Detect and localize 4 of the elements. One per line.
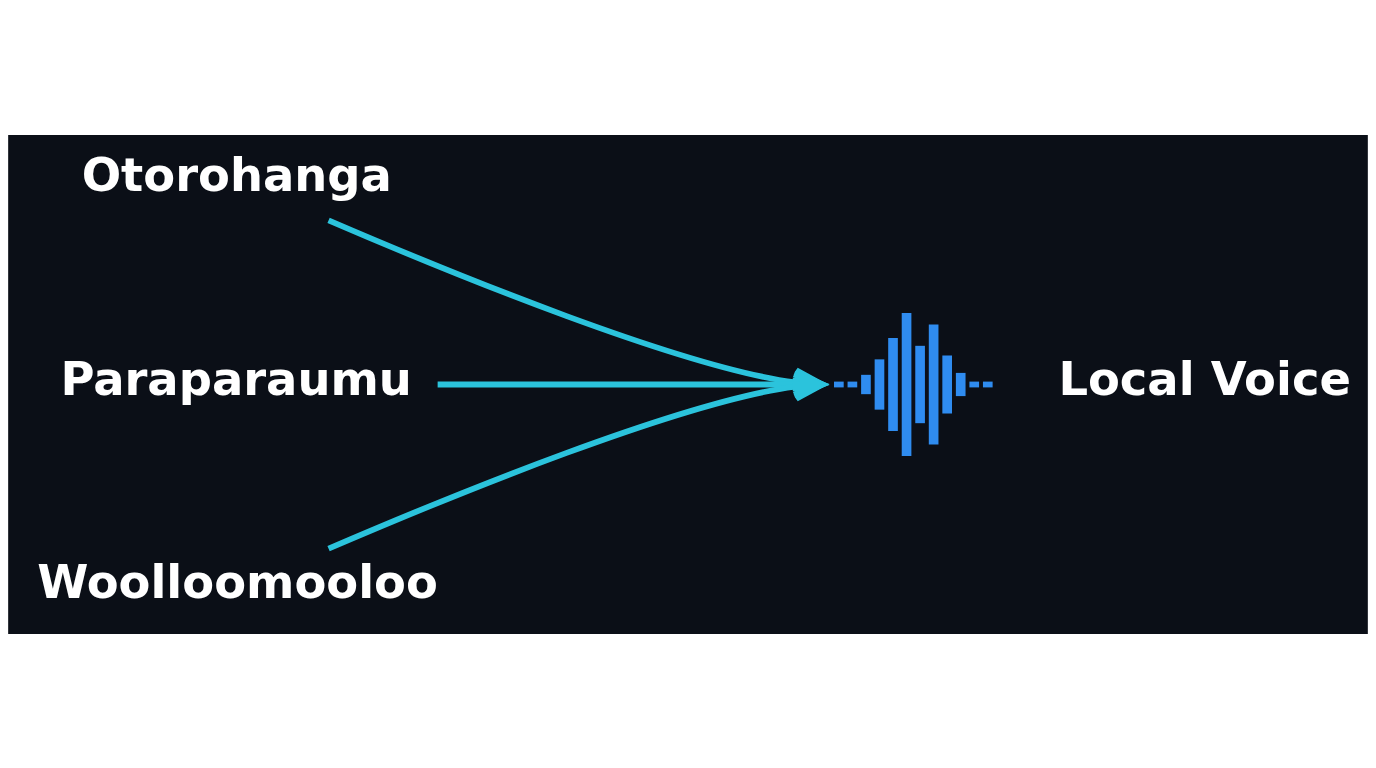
- node-text: Otorohanga: [81, 147, 392, 202]
- node-label: Local Voice: [1058, 351, 1351, 406]
- node-text: Paraparaumu: [60, 351, 412, 406]
- node-text: Woolloomooloo: [37, 554, 438, 609]
